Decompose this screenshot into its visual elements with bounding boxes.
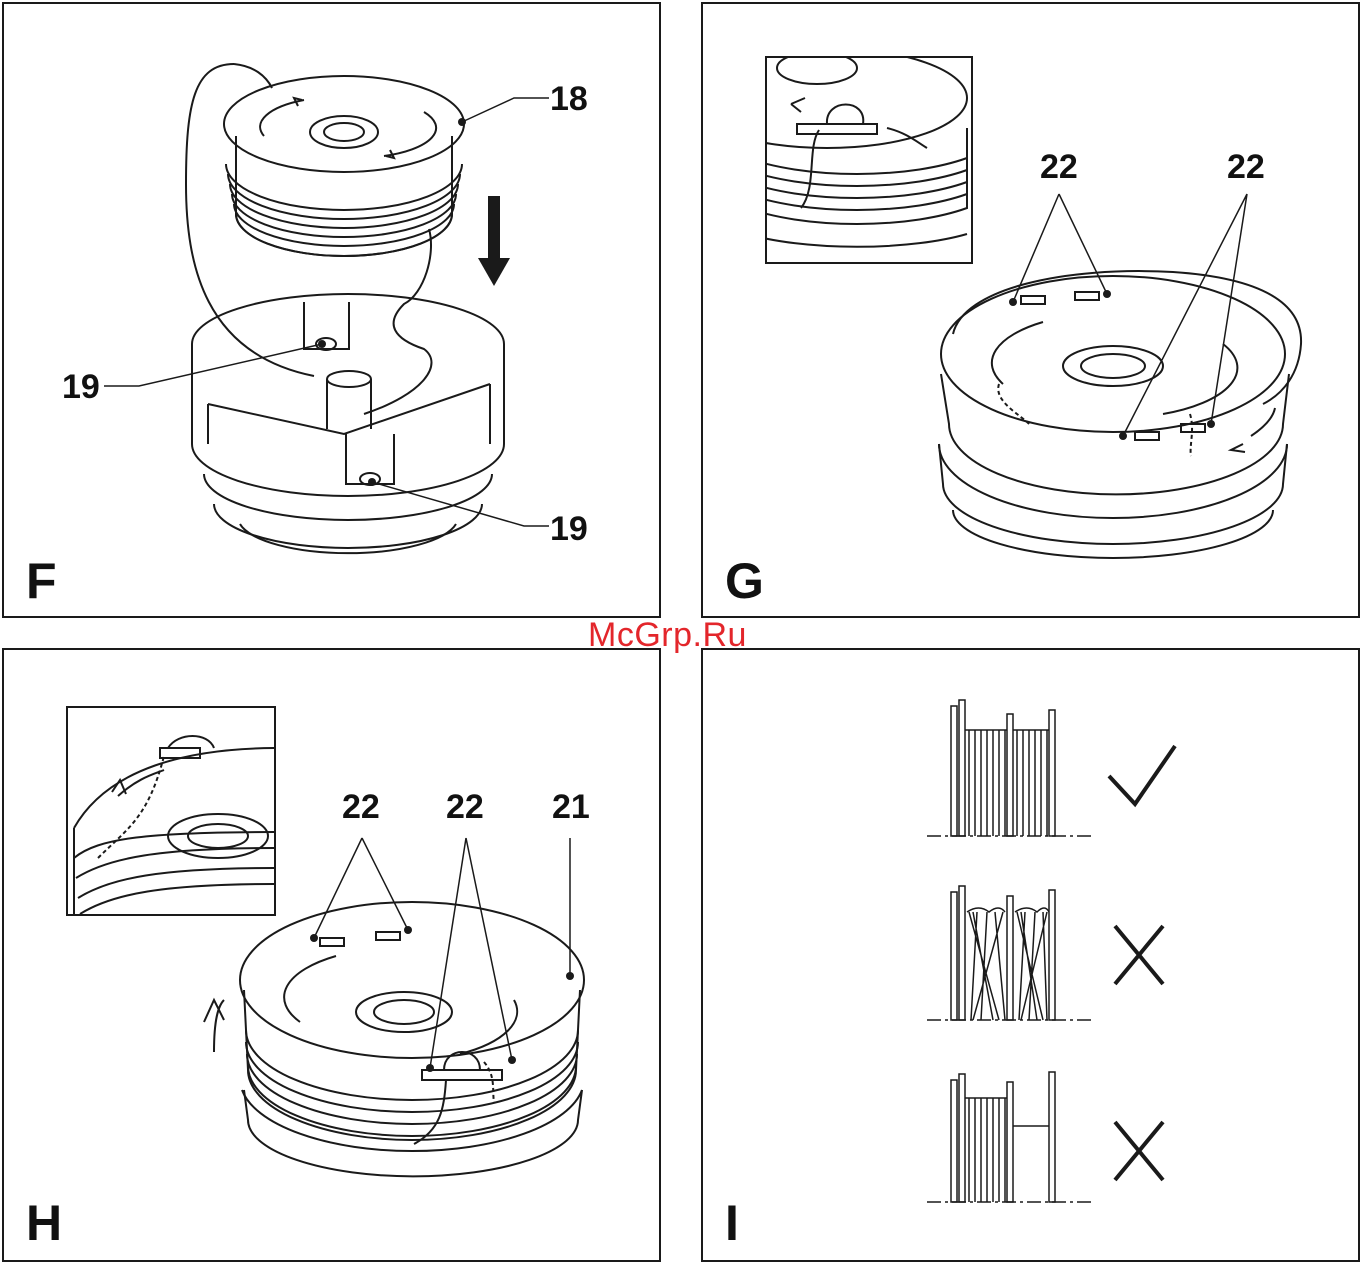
panel-letter-h: H [26,1198,62,1248]
panel-i: I [701,648,1360,1262]
correct-winding-diagram [927,700,1093,836]
callout-19-right: 19 [550,512,588,546]
panel-g-detail-inset [765,56,973,264]
panel-f: 18 19 19 F [2,2,661,618]
callout-22-left: 22 [342,790,380,824]
panel-letter-g: G [725,556,764,606]
hook-detail-illustration [767,58,971,262]
callout-19-left: 19 [62,370,100,404]
callout-18: 18 [550,82,588,116]
panel-letter-f: F [26,556,57,606]
cross-icon [1115,926,1163,984]
callout-22-left: 22 [1040,150,1078,184]
winding-quality-comparison [703,650,1362,1264]
crossed-winding-diagram [927,886,1093,1020]
panel-h-detail-inset [66,706,276,916]
gap-winding-diagram [927,1072,1093,1202]
callout-21: 21 [552,790,590,824]
cross-icon [1115,1122,1163,1180]
check-icon [1109,746,1175,804]
winding-detail-illustration [68,708,274,914]
panel-letter-i: I [725,1198,739,1248]
panel-h: 22 22 21 H [2,648,661,1262]
panel-g: 22 22 G [701,2,1360,618]
callout-22-center: 22 [446,790,484,824]
callout-22-right: 22 [1227,150,1265,184]
